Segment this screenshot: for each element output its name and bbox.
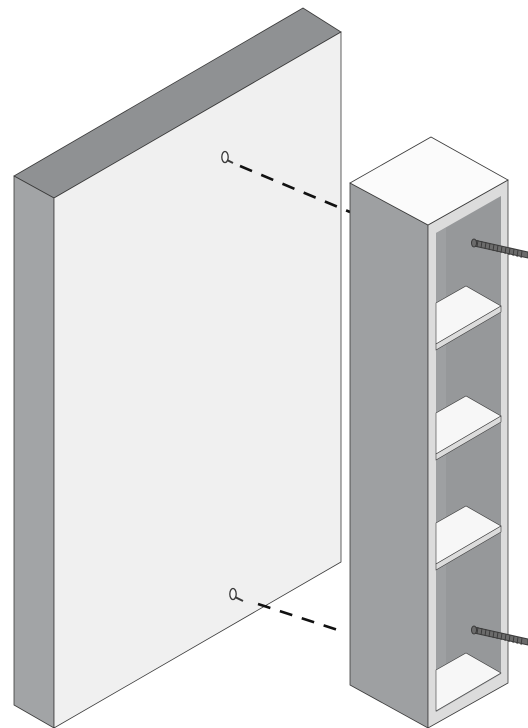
- shelf-unit: [349, 136, 509, 728]
- wall-plug-top: [221, 150, 234, 164]
- shelf-2: [435, 395, 502, 461]
- shelf-unit-top-face: [349, 136, 509, 226]
- shelf-bottom: [435, 652, 502, 712]
- shelf-unit-interior-wall: [436, 228, 446, 712]
- shelf-unit-side-face: [349, 182, 429, 728]
- wall-panel-side-face: [13, 175, 55, 728]
- wall-plug-bottom: [229, 587, 244, 602]
- wall-panel: [13, 7, 342, 728]
- mounting-screw-bottom: [471, 625, 528, 646]
- alignment-line-bottom: [257, 602, 339, 632]
- wall-panel-front-face: [53, 31, 342, 728]
- alignment-line-top: [239, 164, 351, 214]
- screw-thread-bottom: [476, 626, 523, 646]
- shelf-1: [435, 285, 502, 351]
- screw-thread-top: [476, 239, 523, 259]
- mounting-screw-top: [471, 238, 528, 259]
- shelf-3: [435, 505, 502, 571]
